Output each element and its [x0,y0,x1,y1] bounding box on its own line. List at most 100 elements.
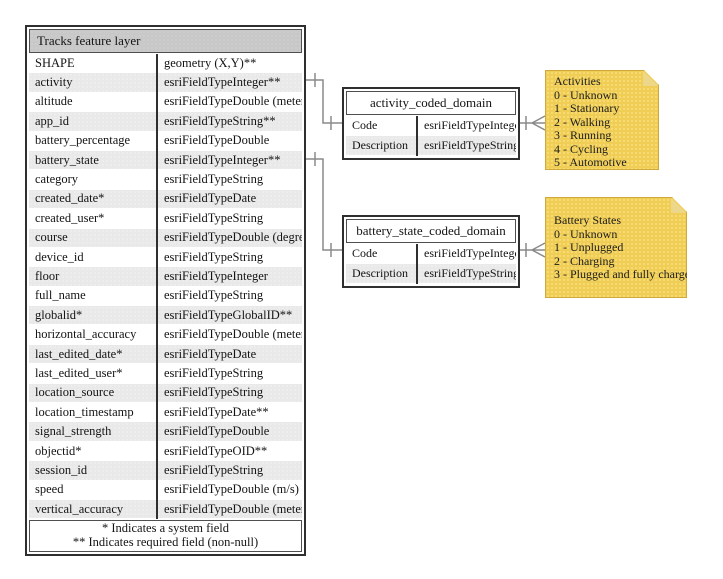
field-name-cell: full_name [35,288,86,303]
field-type-cell: esriFieldTypeDate [164,191,257,206]
field-name-cell: app_id [35,113,70,128]
note-items: 0 - Unknown 1 - Stationary 2 - Walking 3… [554,89,656,170]
domain-row: Code esriFieldTypeInteger [346,116,516,136]
field-row: battery_percentage esriFieldTypeDouble [29,132,302,151]
domain-field-type-cell: esriFieldTypeInteger [424,246,516,260]
domain-row: Description esriFieldTypeString [346,136,516,156]
field-type-cell: esriFieldTypeDate [164,346,257,361]
field-row: app_id esriFieldTypeString** [29,112,302,132]
field-row: objectid* esriFieldTypeOID** [29,442,302,462]
field-type-cell: esriFieldTypeInteger [164,268,268,283]
field-type-cell: esriFieldTypeDouble (meters) [164,501,302,516]
connector-battery-note [520,242,546,258]
field-row: last_edited_date* esriFieldTypeDate [29,344,302,365]
field-row: last_edited_user* esriFieldTypeString [29,364,302,384]
domain-field-type-cell: esriFieldTypeString [424,266,516,280]
field-name-cell: SHAPE [35,55,75,70]
field-name-cell: category [35,172,79,187]
table-title: Tracks feature layer [29,29,302,53]
folded-corner-icon [643,71,658,86]
note-items: 0 - Unknown 1 - Unplugged 2 - Charging 3… [554,228,684,282]
field-row: globalid* esriFieldTypeGlobalID** [29,306,302,326]
field-name-cell: session_id [35,462,88,477]
column-divider [416,244,418,284]
field-type-cell: esriFieldTypeString [164,210,264,225]
folded-corner-icon [671,198,686,213]
field-name-cell: altitude [35,94,73,109]
domain-field-name-cell: Description [352,266,408,280]
field-row: category esriFieldTypeString [29,170,302,190]
field-row: battery_state esriFieldTypeInteger** [29,150,302,171]
field-name-cell: vertical_accuracy [35,501,124,516]
field-type-cell: esriFieldTypeDate** [164,404,269,419]
field-name-cell: battery_percentage [35,133,131,148]
note-item: 3 - Plugged and fully charged [554,267,697,281]
field-type-cell: esriFieldTypeString [164,365,264,380]
note-item: 3 - Running [554,128,612,142]
footnote-system-field: * Indicates a system field [101,521,230,536]
field-row: SHAPE geometry (X,Y)** [29,54,302,74]
note-item: 0 - Unknown [554,226,618,241]
field-row: floor esriFieldTypeInteger [29,267,302,287]
field-type-cell: esriFieldTypeString [164,288,264,303]
domain-table-activity-body: Code esriFieldTypeInteger Description es… [346,116,516,156]
note-title: Battery States [554,213,621,227]
field-name-cell: horizontal_accuracy [35,327,137,342]
field-row: altitude esriFieldTypeDouble (meters) [29,93,302,113]
note-item: 1 - Unplugged [554,240,624,254]
note-item: 4 - Cycling [554,141,608,156]
note-item: 2 - Walking [554,114,611,129]
connector-activity-note [520,115,546,131]
field-row: speed esriFieldTypeDouble (m/s) [29,481,302,500]
footnote-required-field: ** Indicates required field (non-null) [72,534,259,549]
field-name-cell: created_user* [35,210,105,225]
field-row: location_timestamp esriFieldTypeDate** [29,403,302,423]
field-name-cell: course [35,230,68,245]
field-row: created_user* esriFieldTypeString [29,209,302,229]
domain-table-activity-title: activity_coded_domain [346,91,516,115]
field-row: activity esriFieldTypeInteger** [29,73,302,93]
connector-battery [305,158,342,251]
field-type-cell: esriFieldTypeString [164,249,264,264]
field-type-cell: geometry (X,Y)** [164,55,257,70]
field-row: device_id esriFieldTypeString [29,248,302,268]
domain-field-name-cell: Code [352,246,378,260]
field-name-cell: activity [35,75,73,90]
table-footnotes: * Indicates a system field ** Indicates … [29,520,302,553]
field-name-cell: speed [35,482,64,497]
field-row: signal_strength esriFieldTypeDouble [29,422,302,442]
domain-field-type-cell: esriFieldTypeInteger [424,118,516,132]
field-type-cell: esriFieldTypeString [164,385,264,400]
sticky-note-battery-states: Battery States 0 - Unknown 1 - Unplugged… [545,197,687,298]
field-type-cell: esriFieldTypeDouble [164,424,270,439]
field-row: horizontal_accuracy esriFieldTypeDouble … [29,325,302,345]
field-name-cell: objectid* [35,443,82,458]
field-row: vertical_accuracy esriFieldTypeDouble (m… [29,499,302,520]
table-body: SHAPE geometry (X,Y)** activity esriFiel… [29,54,302,520]
field-row: created_date* esriFieldTypeDate [29,189,302,210]
field-name-cell: created_date* [35,191,105,206]
field-name-cell: location_timestamp [35,404,134,419]
note-item: 1 - Stationary [554,101,620,115]
domain-table-battery-state-body: Code esriFieldTypeInteger Description es… [346,244,516,284]
domain-field-name-cell: Code [352,118,378,132]
domain-row: Description esriFieldTypeString [346,264,516,284]
field-type-cell: esriFieldTypeInteger** [164,152,281,167]
connector-activity [305,79,342,124]
note-item: 0 - Unknown [554,87,618,102]
field-type-cell: esriFieldTypeInteger** [164,75,281,90]
field-type-cell: esriFieldTypeGlobalID** [164,307,293,322]
field-type-cell: esriFieldTypeString** [164,113,276,128]
domain-table-activity: activity_coded_domain Code esriFieldType… [342,87,520,160]
field-row: course esriFieldTypeDouble (degrees) [29,228,302,248]
field-type-cell: esriFieldTypeOID** [164,443,268,458]
field-name-cell: location_source [35,385,115,400]
field-name-cell: battery_state [35,152,99,167]
field-name-cell: last_edited_user* [35,365,123,380]
field-name-cell: signal_strength [35,424,112,439]
domain-field-name-cell: Description [352,138,408,152]
column-divider [416,116,418,156]
field-row: session_id esriFieldTypeString [29,461,302,481]
tracks-feature-layer-table: Tracks feature layer SHAPE geometry (X,Y… [25,25,306,557]
domain-table-battery-state-title: battery_state_coded_domain [346,219,516,243]
